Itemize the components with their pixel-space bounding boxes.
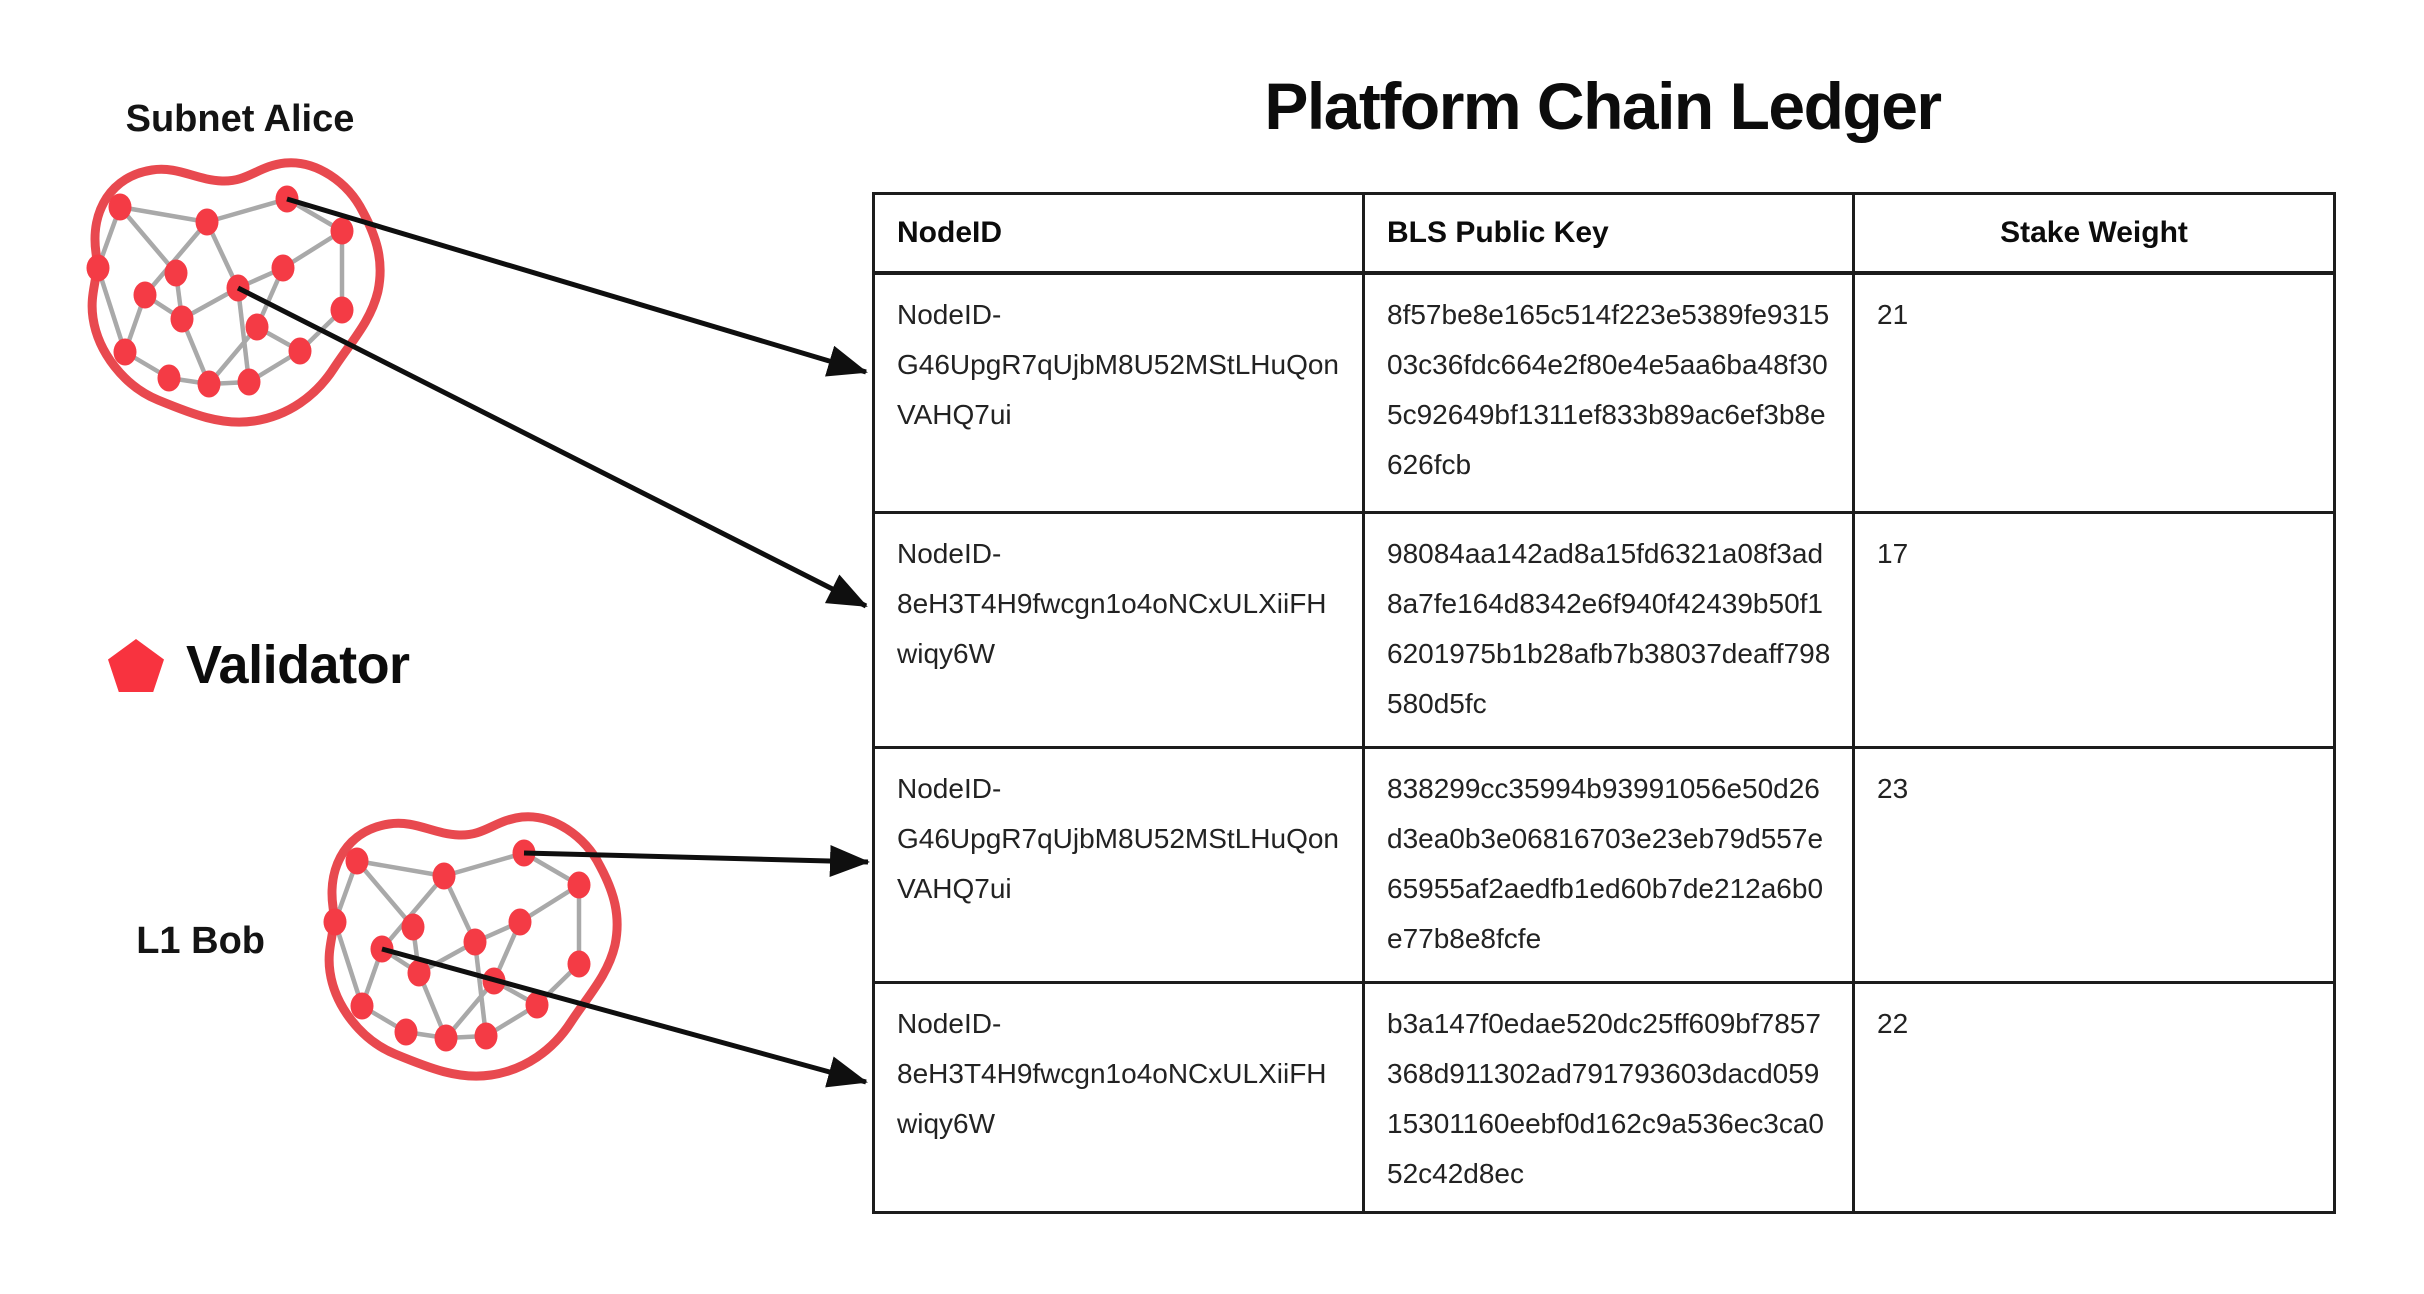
l1-bob-label: L1 Bob: [136, 920, 265, 962]
validator-node: [567, 950, 591, 978]
validator-node: [164, 259, 188, 287]
validator-node: [108, 193, 132, 221]
network-edge: [119, 204, 208, 225]
table-header-row: NodeID BLS Public Key Stake Weight: [872, 192, 2336, 275]
validator-node: [157, 364, 181, 392]
validator-to-ledger-arrow: [286, 196, 868, 377]
validator-node: [345, 847, 369, 875]
validator-node: [237, 368, 261, 396]
nodeid-cell: NodeID-8eH3T4H9fwcgn1o4oNCxULXiiFHwiqy6W: [872, 510, 1365, 749]
validator-legend: Validator: [108, 634, 410, 696]
table-row: NodeID-G46UpgR7qUjbM8U52MStLHuQonVAHQ7ui…: [872, 271, 2336, 514]
validator-to-ledger-arrow: [523, 845, 870, 878]
column-header-stake-weight: Stake Weight: [1852, 192, 2336, 275]
validator-node: [407, 959, 431, 987]
table-row: NodeID-8eH3T4H9fwcgn1o4oNCxULXiiFHwiqy6W…: [872, 980, 2336, 1214]
validator-node: [330, 217, 354, 245]
validator-node: [394, 1018, 418, 1046]
validator-node: [113, 338, 137, 366]
validator-node: [474, 1022, 498, 1050]
column-header-nodeid: NodeID: [872, 192, 1365, 275]
validator-node: [133, 281, 157, 309]
validator-node: [463, 928, 487, 956]
validator-node: [525, 991, 549, 1019]
validator-node: [567, 871, 591, 899]
network-edge: [118, 205, 178, 275]
validator-node: [86, 254, 110, 282]
network-edge: [355, 859, 415, 929]
network-edge: [143, 220, 209, 297]
bls-public-key-cell: b3a147f0edae520dc25ff609bf7857368d911302…: [1362, 980, 1855, 1214]
table-row: NodeID-8eH3T4H9fwcgn1o4oNCxULXiiFHwiqy6W…: [872, 510, 2336, 749]
subnet-alice-boundary: [87, 158, 385, 427]
stake-weight-cell: 17: [1852, 510, 2336, 749]
network-edge: [443, 850, 525, 879]
validator-node: [432, 862, 456, 890]
validator-node: [197, 370, 221, 398]
l1-bob-network: [323, 812, 622, 1081]
network-edge: [332, 921, 365, 1007]
validator-node: [434, 1024, 458, 1052]
validator-node: [350, 992, 374, 1020]
network-edge: [235, 287, 252, 383]
stake-weight-cell: 23: [1852, 745, 2336, 984]
validator-node: [170, 305, 194, 333]
validator-node: [508, 908, 532, 936]
l1-bob-boundary: [324, 812, 622, 1081]
validator-node: [323, 908, 347, 936]
subnet-alice-label: Subnet Alice: [125, 98, 355, 140]
validator-to-ledger-arrow: [236, 285, 868, 609]
nodeid-cell: NodeID-8eH3T4H9fwcgn1o4oNCxULXiiFHwiqy6W: [872, 980, 1365, 1214]
validator-node: [401, 913, 425, 941]
stake-weight-cell: 21: [1852, 271, 2336, 514]
nodeid-cell: NodeID-G46UpgR7qUjbM8U52MStLHuQonVAHQ7ui: [872, 745, 1365, 984]
validator-node: [288, 337, 312, 365]
legend-label: Validator: [186, 635, 410, 695]
network-edge: [472, 941, 489, 1037]
bls-public-key-cell: 98084aa142ad8a15fd6321a08f3ad8a7fe164d83…: [1362, 510, 1855, 749]
bls-public-key-cell: 838299cc35994b93991056e50d26d3ea0b3e0681…: [1362, 745, 1855, 984]
subnet-alice-network: [86, 158, 385, 427]
validator-to-ledger-arrow: [381, 946, 868, 1088]
table-row: NodeID-G46UpgR7qUjbM8U52MStLHuQonVAHQ7ui…: [872, 745, 2336, 984]
network-edge: [95, 267, 128, 353]
pentagon-icon: [108, 638, 164, 692]
platform-chain-ledger-table: NodeID BLS Public Key Stake Weight NodeI…: [872, 192, 2336, 1214]
nodeid-cell: NodeID-G46UpgR7qUjbM8U52MStLHuQonVAHQ7ui: [872, 271, 1365, 514]
network-edge: [356, 858, 445, 879]
network-edge: [206, 196, 288, 225]
validator-node: [330, 296, 354, 324]
stake-weight-cell: 22: [1852, 980, 2336, 1214]
page-title: Platform Chain Ledger: [1264, 69, 1942, 143]
bls-public-key-cell: 8f57be8e165c514f223e5389fe931503c36fdc66…: [1362, 271, 1855, 514]
validator-node: [195, 208, 219, 236]
validator-node: [245, 313, 269, 341]
column-header-bls-public-key: BLS Public Key: [1362, 192, 1855, 275]
network-edge: [380, 874, 446, 951]
validator-node: [271, 254, 295, 282]
